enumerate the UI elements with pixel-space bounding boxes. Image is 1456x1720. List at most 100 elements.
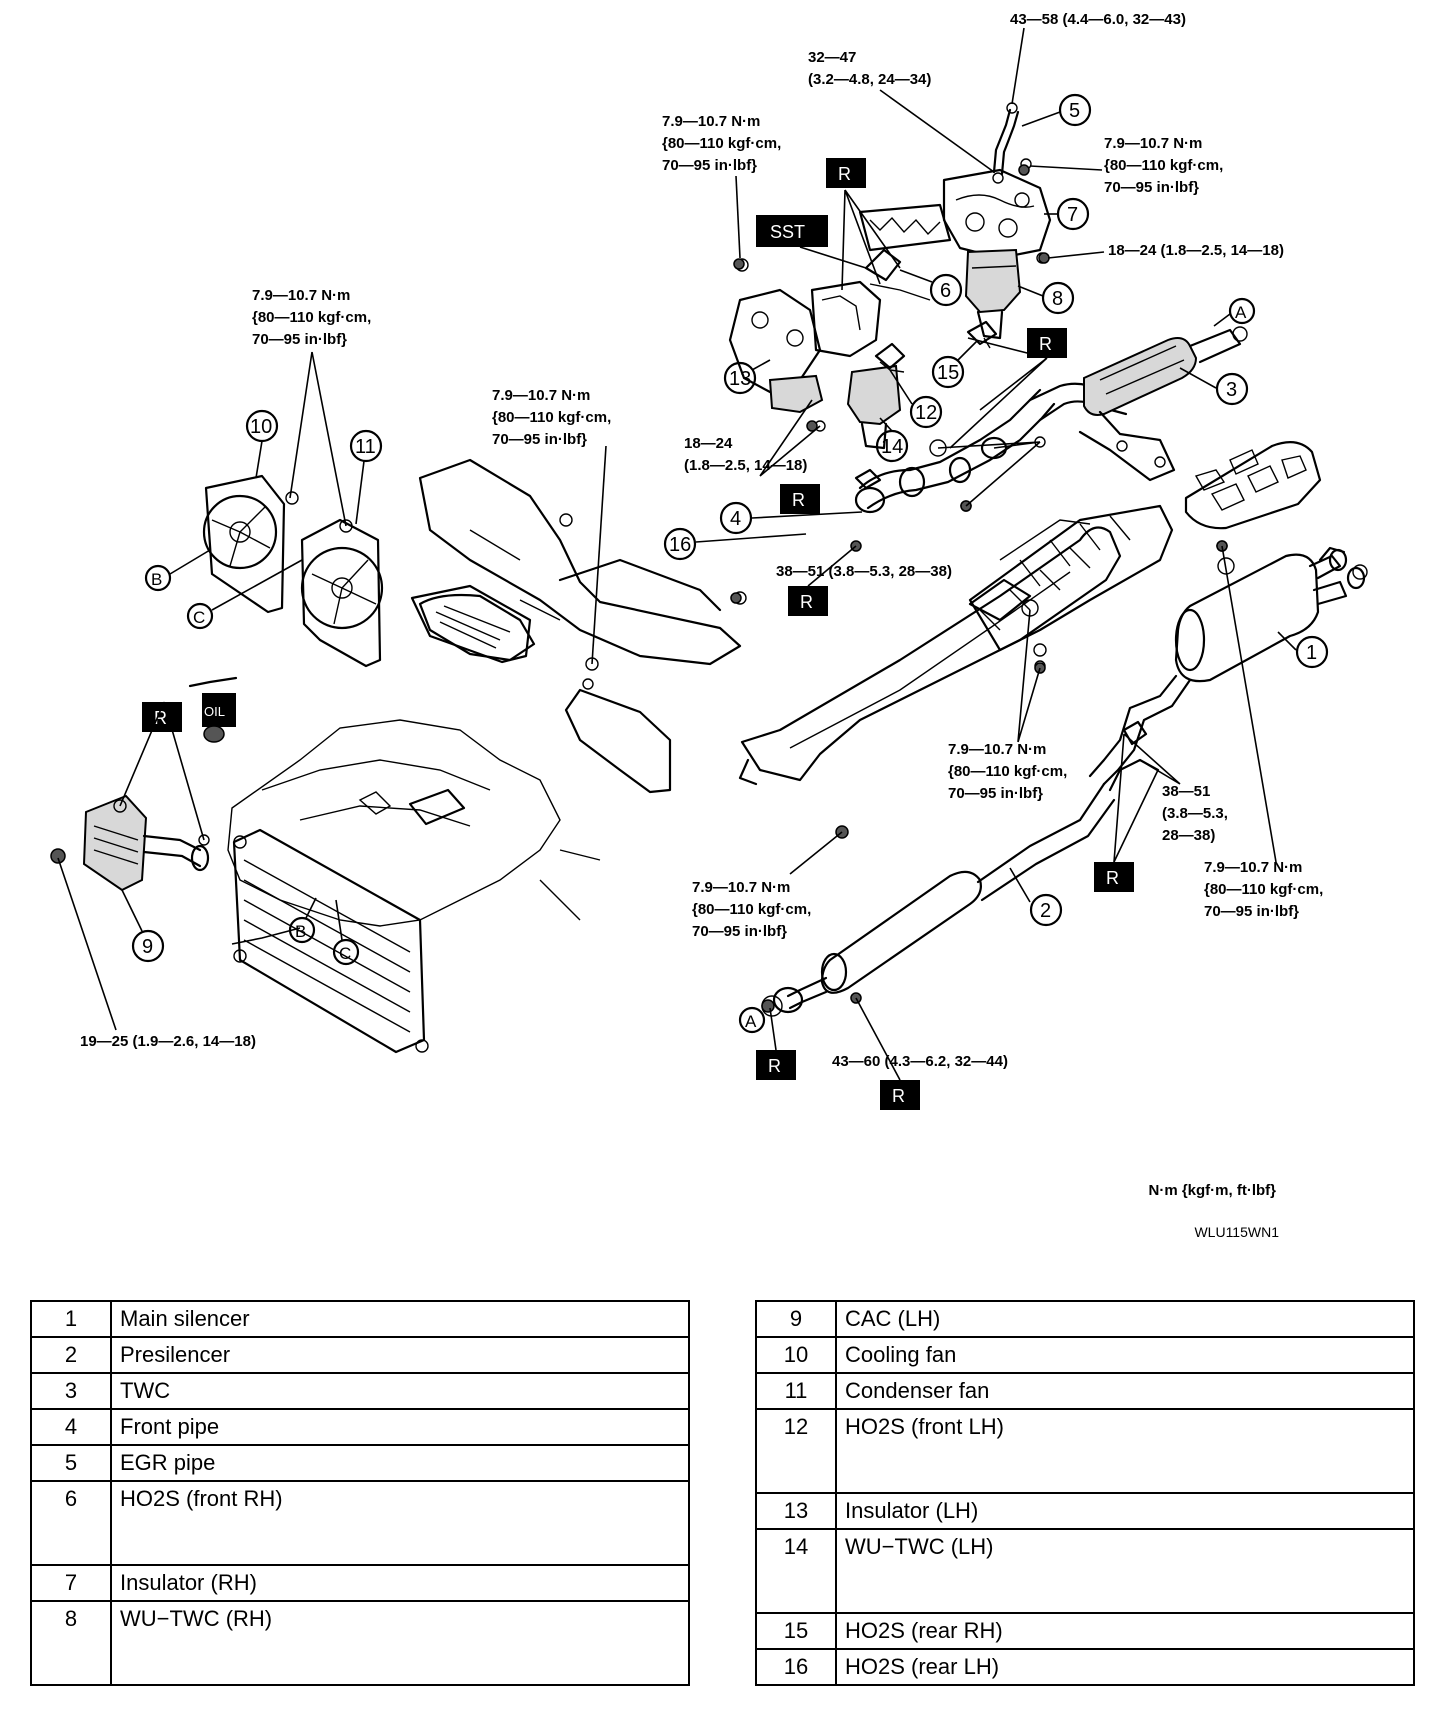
legend-num: 1 bbox=[30, 1300, 112, 1338]
callout-8: 8 bbox=[1017, 281, 1075, 315]
marker-b-lower: B bbox=[288, 897, 317, 944]
front-grille bbox=[410, 584, 532, 664]
svg-text:6: 6 bbox=[940, 280, 951, 302]
legend-num: 6 bbox=[30, 1480, 112, 1566]
torque-unit-label: N·m {kgf·m, ft·lbf} bbox=[1148, 1182, 1277, 1199]
callout-7: 7 bbox=[1044, 197, 1090, 231]
legend-name: TWC bbox=[110, 1372, 690, 1410]
legend-num: 12 bbox=[755, 1408, 837, 1494]
legend-name: Cooling fan bbox=[835, 1336, 1415, 1374]
torque-insulator-rh-b: {80—110 kgf·cm, bbox=[1104, 157, 1223, 174]
torque-insulator-lh-c: 70—95 in·lbf} bbox=[662, 157, 757, 174]
legend-name: Presilencer bbox=[110, 1336, 690, 1374]
svg-text:R: R bbox=[768, 1056, 781, 1076]
callout-14: 14 bbox=[875, 417, 909, 463]
legend-name: Front pipe bbox=[110, 1408, 690, 1446]
engine-outline bbox=[227, 719, 601, 927]
legend-name: HO2S (front RH) bbox=[110, 1480, 690, 1566]
svg-text:B: B bbox=[295, 922, 306, 941]
letter-markers: A A B C B C bbox=[144, 297, 1256, 1034]
callout-16: 16 bbox=[663, 527, 807, 561]
svg-text:1: 1 bbox=[1306, 642, 1317, 664]
marker-a-upper: A bbox=[1213, 297, 1256, 327]
exhaust-system-diagram: 43—58 (4.4—6.0, 32—43) 32—47 (3.2—4.8, 2… bbox=[50, 11, 1368, 1110]
legend-num: 3 bbox=[30, 1372, 112, 1410]
marker-b-upper: B bbox=[144, 549, 211, 592]
silencer-heat-shield bbox=[1184, 441, 1322, 530]
torque-insulator-lh-a: 7.9—10.7 N·m bbox=[662, 113, 760, 130]
torque-silencer-joint-b: (3.8—5.3, bbox=[1162, 805, 1228, 822]
cac-lh bbox=[50, 794, 210, 892]
torque-silencer-joint-c: 28—38) bbox=[1162, 827, 1215, 844]
torque-insulator-rh-a: 7.9—10.7 N·m bbox=[1104, 135, 1202, 152]
legend-name: Main silencer bbox=[110, 1300, 690, 1338]
callout-3: 3 bbox=[1179, 367, 1249, 406]
callout-15: 15 bbox=[931, 339, 979, 389]
legend-num: 13 bbox=[755, 1492, 837, 1530]
r-tag-silencer: R bbox=[1094, 862, 1134, 892]
legend-name: EGR pipe bbox=[110, 1444, 690, 1482]
marker-c-lower: C bbox=[332, 899, 360, 966]
callout-1: 1 bbox=[1277, 631, 1329, 669]
svg-text:3: 3 bbox=[1226, 379, 1237, 401]
torque-insulator-rh-c: 70—95 in·lbf} bbox=[1104, 179, 1199, 196]
torque-crossmember-a: 7.9—10.7 N·m bbox=[492, 387, 590, 404]
torque-lower-shield-b: {80—110 kgf·cm, bbox=[692, 901, 811, 918]
torque-lower-shield-a: 7.9—10.7 N·m bbox=[692, 879, 790, 896]
legend-num: 9 bbox=[755, 1300, 837, 1338]
oil-tag: OIL bbox=[202, 693, 236, 727]
marker-c-upper: C bbox=[186, 559, 303, 630]
torque-front-pipe: 38—51 (3.8—5.3, 28—38) bbox=[776, 563, 952, 580]
svg-text:15: 15 bbox=[937, 362, 959, 384]
svg-text:8: 8 bbox=[1052, 288, 1063, 310]
svg-text:5: 5 bbox=[1069, 100, 1080, 122]
r-tag-front-pipe-lower: R bbox=[788, 586, 828, 616]
legend-name: Insulator (LH) bbox=[835, 1492, 1415, 1530]
torque-silencer-shield-a: 7.9—10.7 N·m bbox=[1204, 859, 1302, 876]
svg-text:C: C bbox=[339, 944, 351, 963]
svg-text:B: B bbox=[151, 570, 162, 589]
svg-text:R: R bbox=[892, 1086, 905, 1106]
torque-silencer-shield-b: {80—110 kgf·cm, bbox=[1204, 881, 1323, 898]
svg-text:12: 12 bbox=[915, 402, 937, 424]
oil-can bbox=[188, 676, 238, 743]
torque-crossmember-c: 70—95 in·lbf} bbox=[492, 431, 587, 448]
svg-text:R: R bbox=[1106, 868, 1119, 888]
legend-name: HO2S (front LH) bbox=[835, 1408, 1415, 1494]
torque-crossmember-b: {80—110 kgf·cm, bbox=[492, 409, 611, 426]
svg-text:A: A bbox=[1235, 303, 1247, 322]
insulator-rh bbox=[858, 158, 1052, 264]
legend-num: 2 bbox=[30, 1336, 112, 1374]
legend-name: HO2S (rear RH) bbox=[835, 1612, 1415, 1650]
torque-egr-upper-a: 32—47 bbox=[808, 49, 856, 66]
svg-text:R: R bbox=[838, 164, 851, 184]
torque-presilencer-flange: 43—60 (4.3—6.2, 32—44) bbox=[832, 1053, 1008, 1070]
legend-name: WU−TWC (LH) bbox=[835, 1528, 1415, 1614]
torque-wu-twc-rh: 18—24 (1.8—2.5, 14—18) bbox=[1108, 242, 1284, 259]
marker-a-lower: A bbox=[738, 1006, 766, 1034]
callout-9: 9 bbox=[121, 889, 165, 963]
callout-10: 10 bbox=[245, 409, 279, 479]
condenser-fan bbox=[300, 518, 384, 668]
svg-text:11: 11 bbox=[355, 436, 376, 458]
legend-num: 8 bbox=[30, 1600, 112, 1686]
wu-twc-rh bbox=[964, 248, 1022, 340]
leader-lines bbox=[57, 27, 1277, 1081]
torque-fan-b: {80—110 kgf·cm, bbox=[252, 309, 371, 326]
callout-circles: 1 2 3 4 5 6 7 8 9 10 11 12 13 14 15 16 bbox=[121, 93, 1329, 963]
legend-name: Insulator (RH) bbox=[110, 1564, 690, 1602]
legend-num: 4 bbox=[30, 1408, 112, 1446]
r-tag-upper: R bbox=[826, 158, 866, 188]
torque-fan-a: 7.9—10.7 N·m bbox=[252, 287, 350, 304]
cooling-fan bbox=[202, 474, 299, 614]
